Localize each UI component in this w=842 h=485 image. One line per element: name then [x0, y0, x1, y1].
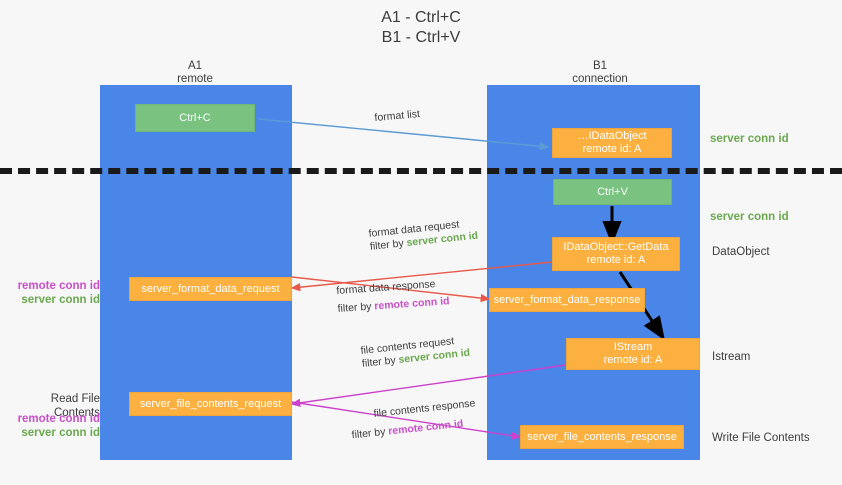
page-title: A1 - Ctrl+C B1 - Ctrl+V	[0, 8, 842, 48]
edge-label-format-data-response: format data response filter by remote co…	[336, 277, 450, 316]
edge-label-file-contents-response: file contents response filter by remote …	[351, 397, 478, 441]
node-idataobject-remote[interactable]: …IDataObject remote id: A	[552, 128, 672, 158]
phase-divider	[0, 168, 842, 174]
column-a1-name: A1	[187, 60, 203, 72]
annotation-right-server-conn-id-top: server conn id	[710, 133, 789, 145]
edge-label-format-list-text: format list	[374, 108, 421, 124]
filter-prefix: filter by	[369, 237, 408, 253]
annotation-right-write-file-contents: Write File Contents	[712, 432, 810, 444]
column-header-a1: A1 remote	[120, 60, 270, 86]
filter-prefix: filter by	[337, 300, 375, 315]
edge-label-file-contents-response-filter: filter by remote conn id	[351, 416, 478, 442]
node-idataobject-getdata-line1: IDataObject::GetData	[563, 241, 669, 253]
node-server-format-data-request[interactable]: server_format_data_request	[129, 277, 292, 301]
node-ctrl-v-label: Ctrl+V	[597, 185, 628, 198]
node-server-format-data-response[interactable]: server_format_data_response	[489, 288, 645, 312]
edge-label-file-contents-request: file contents request filter by server c…	[360, 334, 471, 371]
column-b1-name: B1	[592, 60, 608, 72]
annotation-read-file-contents: Read File Contents	[4, 392, 100, 420]
node-server-file-contents-request[interactable]: server_file_contents_request	[129, 392, 292, 416]
node-server-file-contents-request-label: server_file_contents_request	[139, 397, 282, 410]
edge-label-format-data-request: format data request filter by server con…	[368, 217, 479, 254]
node-istream[interactable]: IStream remote id: A	[566, 338, 700, 370]
node-server-file-contents-response-label: server_file_contents_response	[527, 430, 677, 443]
column-header-b1: B1 connection	[525, 60, 675, 86]
node-istream-line2: remote id: A	[603, 354, 663, 366]
column-b1-sub: connection	[572, 73, 628, 85]
title-line-2: B1 - Ctrl+V	[381, 29, 461, 46]
annotation-left-bottom-remote-conn-id: remote conn id	[17, 413, 100, 425]
annotation-left-remote-conn-id: remote conn id	[17, 280, 100, 292]
annotation-left-conn-ids: remote conn id server conn id	[8, 279, 100, 307]
edge-label-format-data-response-filter: filter by remote conn id	[337, 295, 450, 316]
annotation-right-server-conn-id-second: server conn id	[710, 211, 789, 223]
annotation-left-bottom-conn-ids: remote conn id server conn id	[8, 412, 100, 440]
annotation-read-file-contents-title: Read File Contents	[50, 393, 100, 419]
node-ctrl-c-label: Ctrl+C	[179, 111, 211, 124]
title-line-1: A1 - Ctrl+C	[381, 9, 461, 26]
node-idataobject-getdata[interactable]: IDataObject::GetData remote id: A	[552, 237, 680, 271]
node-server-format-data-request-label: server_format_data_request	[141, 282, 280, 295]
annotation-right-istream: Istream	[712, 351, 751, 363]
filter-key-remote-conn-id: remote conn id	[387, 417, 464, 438]
filter-key-remote-conn-id: remote conn id	[373, 295, 450, 313]
node-server-file-contents-response[interactable]: server_file_contents_response	[520, 425, 684, 449]
annotation-left-bottom-server-conn-id: server conn id	[21, 427, 100, 439]
edge-label-format-list: format list	[374, 108, 420, 125]
annotation-left-server-conn-id: server conn id	[21, 294, 100, 306]
node-istream-line1: IStream	[613, 341, 653, 353]
column-a1-sub: remote	[177, 73, 213, 85]
node-idataobject-getdata-line2: remote id: A	[586, 254, 646, 266]
filter-prefix: filter by	[361, 354, 400, 370]
node-ctrl-c[interactable]: Ctrl+C	[135, 104, 255, 132]
filter-prefix: filter by	[351, 425, 389, 442]
edge-label-format-data-response-text: format data response	[336, 278, 436, 297]
node-idataobject-remote-line1: …IDataObject	[577, 130, 647, 142]
annotation-right-dataobject: DataObject	[712, 246, 770, 258]
node-idataobject-remote-line2: remote id: A	[582, 143, 642, 155]
node-ctrl-v[interactable]: Ctrl+V	[553, 179, 672, 205]
node-server-format-data-response-label: server_format_data_response	[493, 293, 641, 306]
